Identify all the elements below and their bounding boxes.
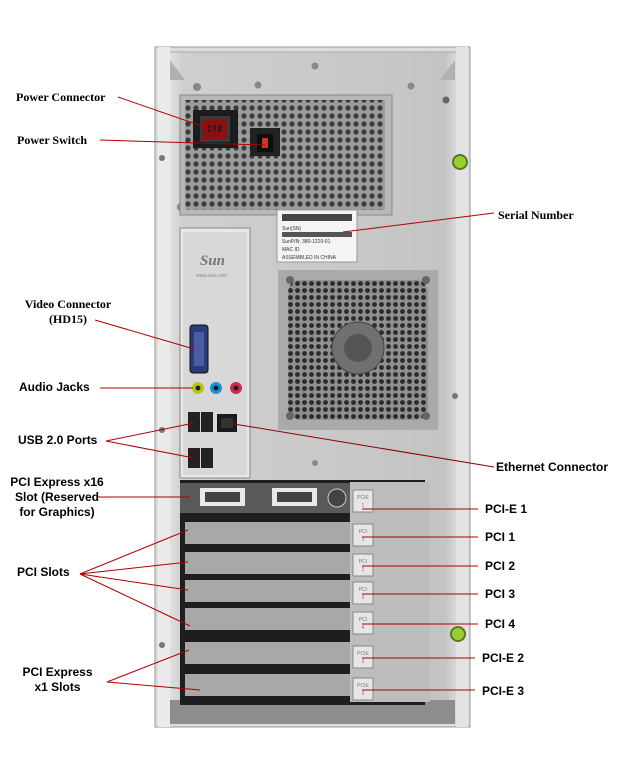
slot-tag-text: PCI	[359, 587, 367, 593]
label-ethernet-connector: Ethernet Connector	[496, 460, 609, 474]
slot-tag-text: PCI	[359, 559, 367, 565]
thumb-screw-bottom	[450, 626, 466, 642]
label-pci-express-x1-line2: x1 Slots	[34, 680, 81, 694]
ethernet-connector-icon	[217, 414, 237, 432]
sun-logo: Sun	[200, 253, 225, 269]
audio-jacks-icon	[192, 382, 242, 394]
leader-power-switch	[99, 139, 266, 146]
fan-grille	[278, 270, 438, 430]
label-pcie2: PCI-E 2	[482, 651, 525, 665]
label-pci-express-x1-line1: PCI Express	[22, 665, 93, 679]
slot-tag-text: PCIE	[357, 651, 369, 657]
power-switch-icon	[257, 134, 273, 152]
label-pcie1: PCI-E 1	[485, 502, 528, 516]
label-pci-express-x16-line1: PCI Express x16	[10, 475, 104, 489]
power-connector-icon	[203, 119, 227, 139]
label-video-connector-line1: Video Connector	[24, 297, 112, 311]
leader-video-connector	[94, 319, 195, 350]
slot-tag-text: PCIE	[357, 683, 369, 689]
label-pcie3: PCI-E 3	[482, 684, 525, 698]
label-pci-slots: PCI Slots	[17, 565, 70, 579]
label-video-connector-line2: (HD15)	[49, 312, 87, 326]
label-serial-number: Serial Number	[498, 208, 574, 222]
slot-tag	[352, 677, 374, 701]
slot-tag-text: 2	[362, 659, 365, 665]
slot-tag-text: 1	[362, 503, 365, 509]
serial-line1: Sun(SN)	[282, 226, 302, 232]
slot-tag-text: PCI	[359, 529, 367, 535]
slot-tag-text: 2	[362, 567, 365, 573]
slot-tag-text: 1	[362, 537, 365, 543]
leader-ethernet	[227, 422, 495, 468]
label-power-switch: Power Switch	[17, 133, 88, 147]
video-connector-icon	[189, 324, 209, 374]
slot-tag	[352, 489, 374, 513]
slot-tag	[352, 523, 374, 547]
slot-tag-text: PCI	[359, 617, 367, 623]
label-pci3: PCI 3	[485, 587, 516, 601]
leader-lines	[79, 96, 495, 691]
slot-tag	[352, 611, 374, 635]
label-pci4: PCI 4	[485, 617, 516, 631]
label-audio-jacks: Audio Jacks	[19, 380, 90, 394]
slot-tag-text: 3	[362, 595, 365, 601]
leader-pci-slot-1	[79, 529, 189, 575]
label-power-connector: Power Connector	[16, 90, 106, 104]
thumb-screw-top	[452, 154, 468, 170]
label-usb-ports: USB 2.0 Ports	[18, 433, 98, 447]
label-pci-express-x16: PCI Express x16 Slot (Reserved for Graph…	[2, 475, 112, 520]
sun-logo-url: www.sun.com	[196, 273, 227, 279]
serial-line3: MAC ID	[282, 247, 300, 253]
power-supply	[179, 94, 393, 216]
leader-pci-slot-4	[79, 573, 191, 627]
serial-number-sticker: Sun(SN) SunP/N: 380-1229-01 MAC ID ASSEM…	[276, 209, 358, 263]
serial-line2: SunP/N: 380-1229-01	[282, 239, 331, 245]
leader-power-connector	[117, 96, 217, 132]
leader-serial-number	[342, 212, 495, 233]
usb-ports-icon	[188, 412, 213, 468]
leader-usb-bottom	[105, 440, 195, 459]
leader-pci-express-x1-b	[106, 681, 201, 691]
label-pci2: PCI 2	[485, 559, 516, 573]
slot-tag	[352, 553, 374, 577]
slot-tag	[352, 581, 374, 605]
leader-pci-slot-2	[79, 561, 189, 575]
slot-tag-text: PCIE	[357, 495, 369, 501]
slot-tag-text: 3	[362, 691, 365, 697]
label-pci1: PCI 1	[485, 530, 516, 544]
serial-line4: ASSEMBLED IN CHINA	[282, 255, 337, 261]
label-pci-express-x16-line3: for Graphics)	[19, 505, 95, 519]
leader-usb-top	[105, 422, 195, 442]
slot-tag	[352, 645, 374, 669]
label-pci-express-x16-line2: Slot (Reserved	[14, 490, 100, 504]
leader-pci-slot-3	[79, 573, 189, 591]
label-video-connector: Video Connector (HD15)	[18, 297, 118, 327]
leader-pci-express-x1-a	[106, 649, 190, 683]
label-pci-express-x1: PCI Express x1 Slots	[10, 665, 105, 695]
slot-tag-text: 4	[362, 625, 365, 631]
expansion-slots	[180, 480, 430, 705]
